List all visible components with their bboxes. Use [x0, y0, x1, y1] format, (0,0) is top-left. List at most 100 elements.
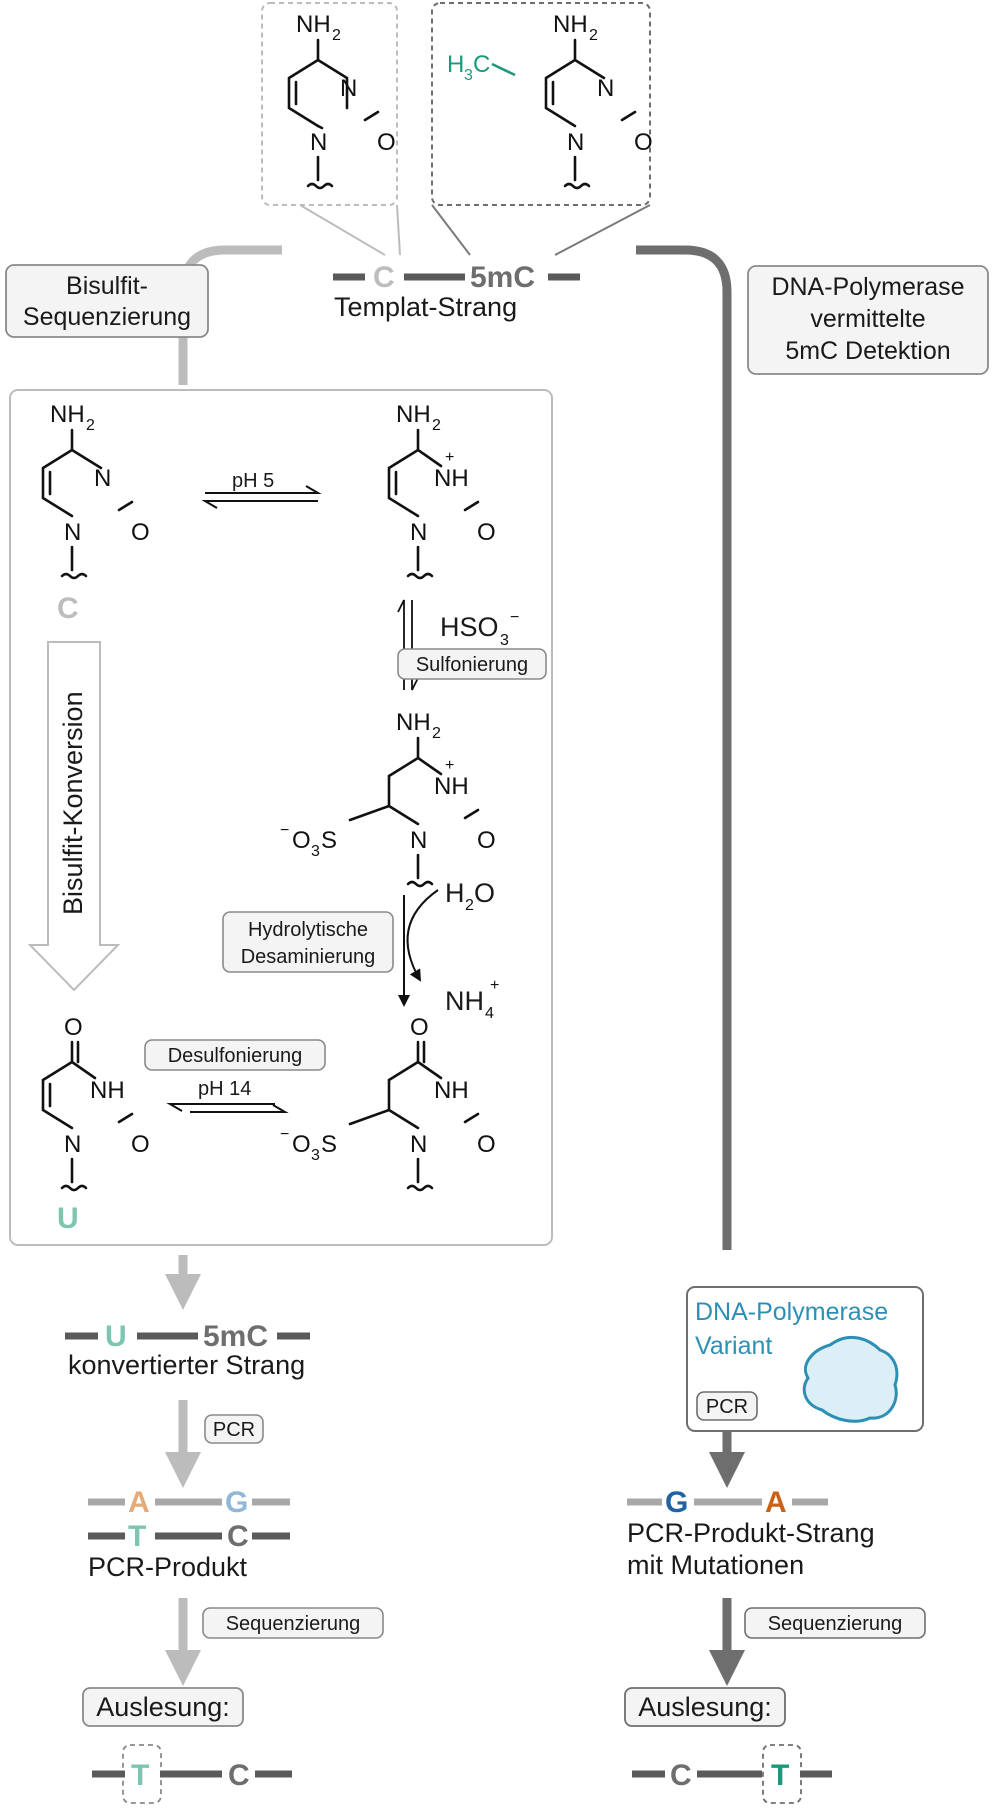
svg-text:N: N: [94, 465, 111, 492]
mech-c-label: C: [57, 592, 79, 625]
pcr-a: A: [128, 1486, 150, 1519]
svg-text:N: N: [64, 519, 81, 546]
svg-text:NH: NH: [50, 401, 85, 428]
svg-text:4: 4: [485, 1005, 494, 1022]
svg-text:O: O: [131, 519, 150, 546]
template-5mc: 5mC: [470, 261, 535, 294]
mutated-product: G A PCR-Produkt-Strang mit Mutationen: [627, 1486, 875, 1580]
sulfonated-uracil: O NH N O − O 3 S: [280, 1014, 496, 1192]
template-strand: C 5mC Templat-Strang: [333, 261, 580, 322]
svg-text:NH: NH: [434, 465, 469, 492]
converted-u: U: [105, 1320, 127, 1353]
uracil-structure: O NH N O U: [41, 1014, 150, 1235]
svg-text:O: O: [477, 827, 496, 854]
mutated-a: A: [765, 1486, 787, 1519]
hydrolytic-deamination-tag: Hydrolytische Desaminierung: [222, 911, 394, 973]
template-c: C: [373, 261, 395, 294]
svg-text:N: N: [64, 1131, 81, 1158]
sulfonation-tag: Sulfonierung: [397, 648, 547, 680]
svg-text:2: 2: [332, 27, 341, 44]
right-label-line2: vermittelte: [810, 305, 925, 333]
pcr-product-left: A G T C PCR-Produkt: [88, 1486, 290, 1582]
mechanism-box: [9, 389, 553, 1246]
svg-text:NH: NH: [396, 709, 431, 736]
sequencing-label-left: Sequenzierung: [226, 1613, 361, 1635]
ph5-equilibrium: pH 5: [201, 470, 322, 509]
ph5-label: pH 5: [232, 470, 274, 492]
svg-text:3: 3: [311, 843, 320, 860]
polymerase-line2: Variant: [695, 1332, 772, 1360]
readout-c-left: C: [228, 1759, 250, 1792]
svg-text:−: −: [510, 609, 519, 626]
svg-text:O: O: [410, 1014, 429, 1041]
svg-text:N: N: [410, 827, 427, 854]
svg-text:O: O: [64, 1014, 83, 1041]
readout-t-left: T: [131, 1759, 149, 1792]
svg-text:NH: NH: [90, 1077, 125, 1104]
mutated-product-line2: mit Mutationen: [627, 1550, 804, 1580]
polymerase-variant-box: DNA-Polymerase Variant PCR: [686, 1286, 924, 1432]
svg-text:3: 3: [500, 632, 509, 649]
svg-text:3: 3: [311, 1147, 320, 1164]
methyl-c: C: [473, 51, 490, 78]
pcr-tag-left: PCR: [204, 1414, 264, 1444]
svg-text:NH: NH: [434, 773, 469, 800]
svg-text:2: 2: [86, 417, 95, 434]
cytosine-box: NH 2 N N O: [261, 2, 398, 206]
svg-text:O: O: [131, 1131, 150, 1158]
hydro-line1: Hydrolytische: [248, 919, 368, 941]
converted-strand: U 5mC konvertierter Strang: [65, 1320, 310, 1380]
nh2-label: NH: [553, 11, 588, 38]
svg-text:S: S: [321, 1131, 337, 1158]
svg-text:NH: NH: [434, 1077, 469, 1104]
polymerase-detection-label: DNA-Polymerase vermittelte 5mC Detektion: [747, 265, 989, 375]
bisulfite-sequencing-label: Bisulfit- Sequenzierung: [5, 264, 209, 338]
svg-text:−: −: [280, 822, 289, 839]
svg-text:+: +: [445, 757, 454, 774]
svg-text:+: +: [490, 977, 499, 994]
pcr-label-left: PCR: [213, 1419, 255, 1441]
converted-5mc: 5mC: [203, 1320, 268, 1353]
right-label-line3: 5mC Detektion: [785, 337, 950, 365]
pcr-product-label: PCR-Produkt: [88, 1552, 248, 1582]
sequencing-tag-right: Sequenzierung: [744, 1607, 926, 1639]
methyl-h: H: [447, 51, 464, 78]
hso3-label: HSO: [440, 612, 499, 642]
svg-text:NH: NH: [396, 401, 431, 428]
h2o-label: H: [445, 878, 465, 908]
svg-text:O: O: [474, 878, 495, 908]
readout-t-right: T: [771, 1759, 789, 1792]
svg-text:O: O: [477, 519, 496, 546]
o-atom: O: [377, 129, 396, 156]
pcr-g: G: [225, 1486, 248, 1519]
pcr-c: C: [227, 1520, 249, 1553]
svg-text:2: 2: [589, 27, 598, 44]
n-atom: N: [340, 75, 357, 102]
bisulfite-conversion-arrow: Bisulfit-Konversion: [27, 641, 121, 992]
svg-text:2: 2: [432, 417, 441, 434]
nh2-label: NH: [296, 11, 331, 38]
hydro-line2: Desaminierung: [241, 946, 376, 968]
o-atom: O: [634, 129, 653, 156]
conversion-label: Bisulfit-Konversion: [58, 691, 88, 915]
desulfonierung-label: Desulfonierung: [168, 1045, 303, 1067]
sequencing-tag-left: Sequenzierung: [202, 1607, 384, 1639]
svg-text:N: N: [410, 1131, 427, 1158]
svg-text:N: N: [410, 519, 427, 546]
mech-u-label: U: [57, 1202, 79, 1235]
svg-text:+: +: [445, 449, 454, 466]
readout-left: Auslesung: T C: [82, 1687, 292, 1804]
ph14-label: pH 14: [198, 1078, 251, 1100]
methylcytosine-box: NH 2 H 3 C N N O: [431, 2, 653, 206]
mutated-g: G: [665, 1486, 688, 1519]
mutated-product-line1: PCR-Produkt-Strang: [627, 1518, 875, 1548]
svg-text:3: 3: [464, 67, 473, 84]
nh4-label: NH: [445, 986, 484, 1016]
sulfonierung-label: Sulfonierung: [416, 654, 528, 676]
converted-label: konvertierter Strang: [68, 1350, 305, 1380]
svg-text:O: O: [292, 1131, 311, 1158]
readout-label-left: Auslesung:: [96, 1692, 230, 1722]
